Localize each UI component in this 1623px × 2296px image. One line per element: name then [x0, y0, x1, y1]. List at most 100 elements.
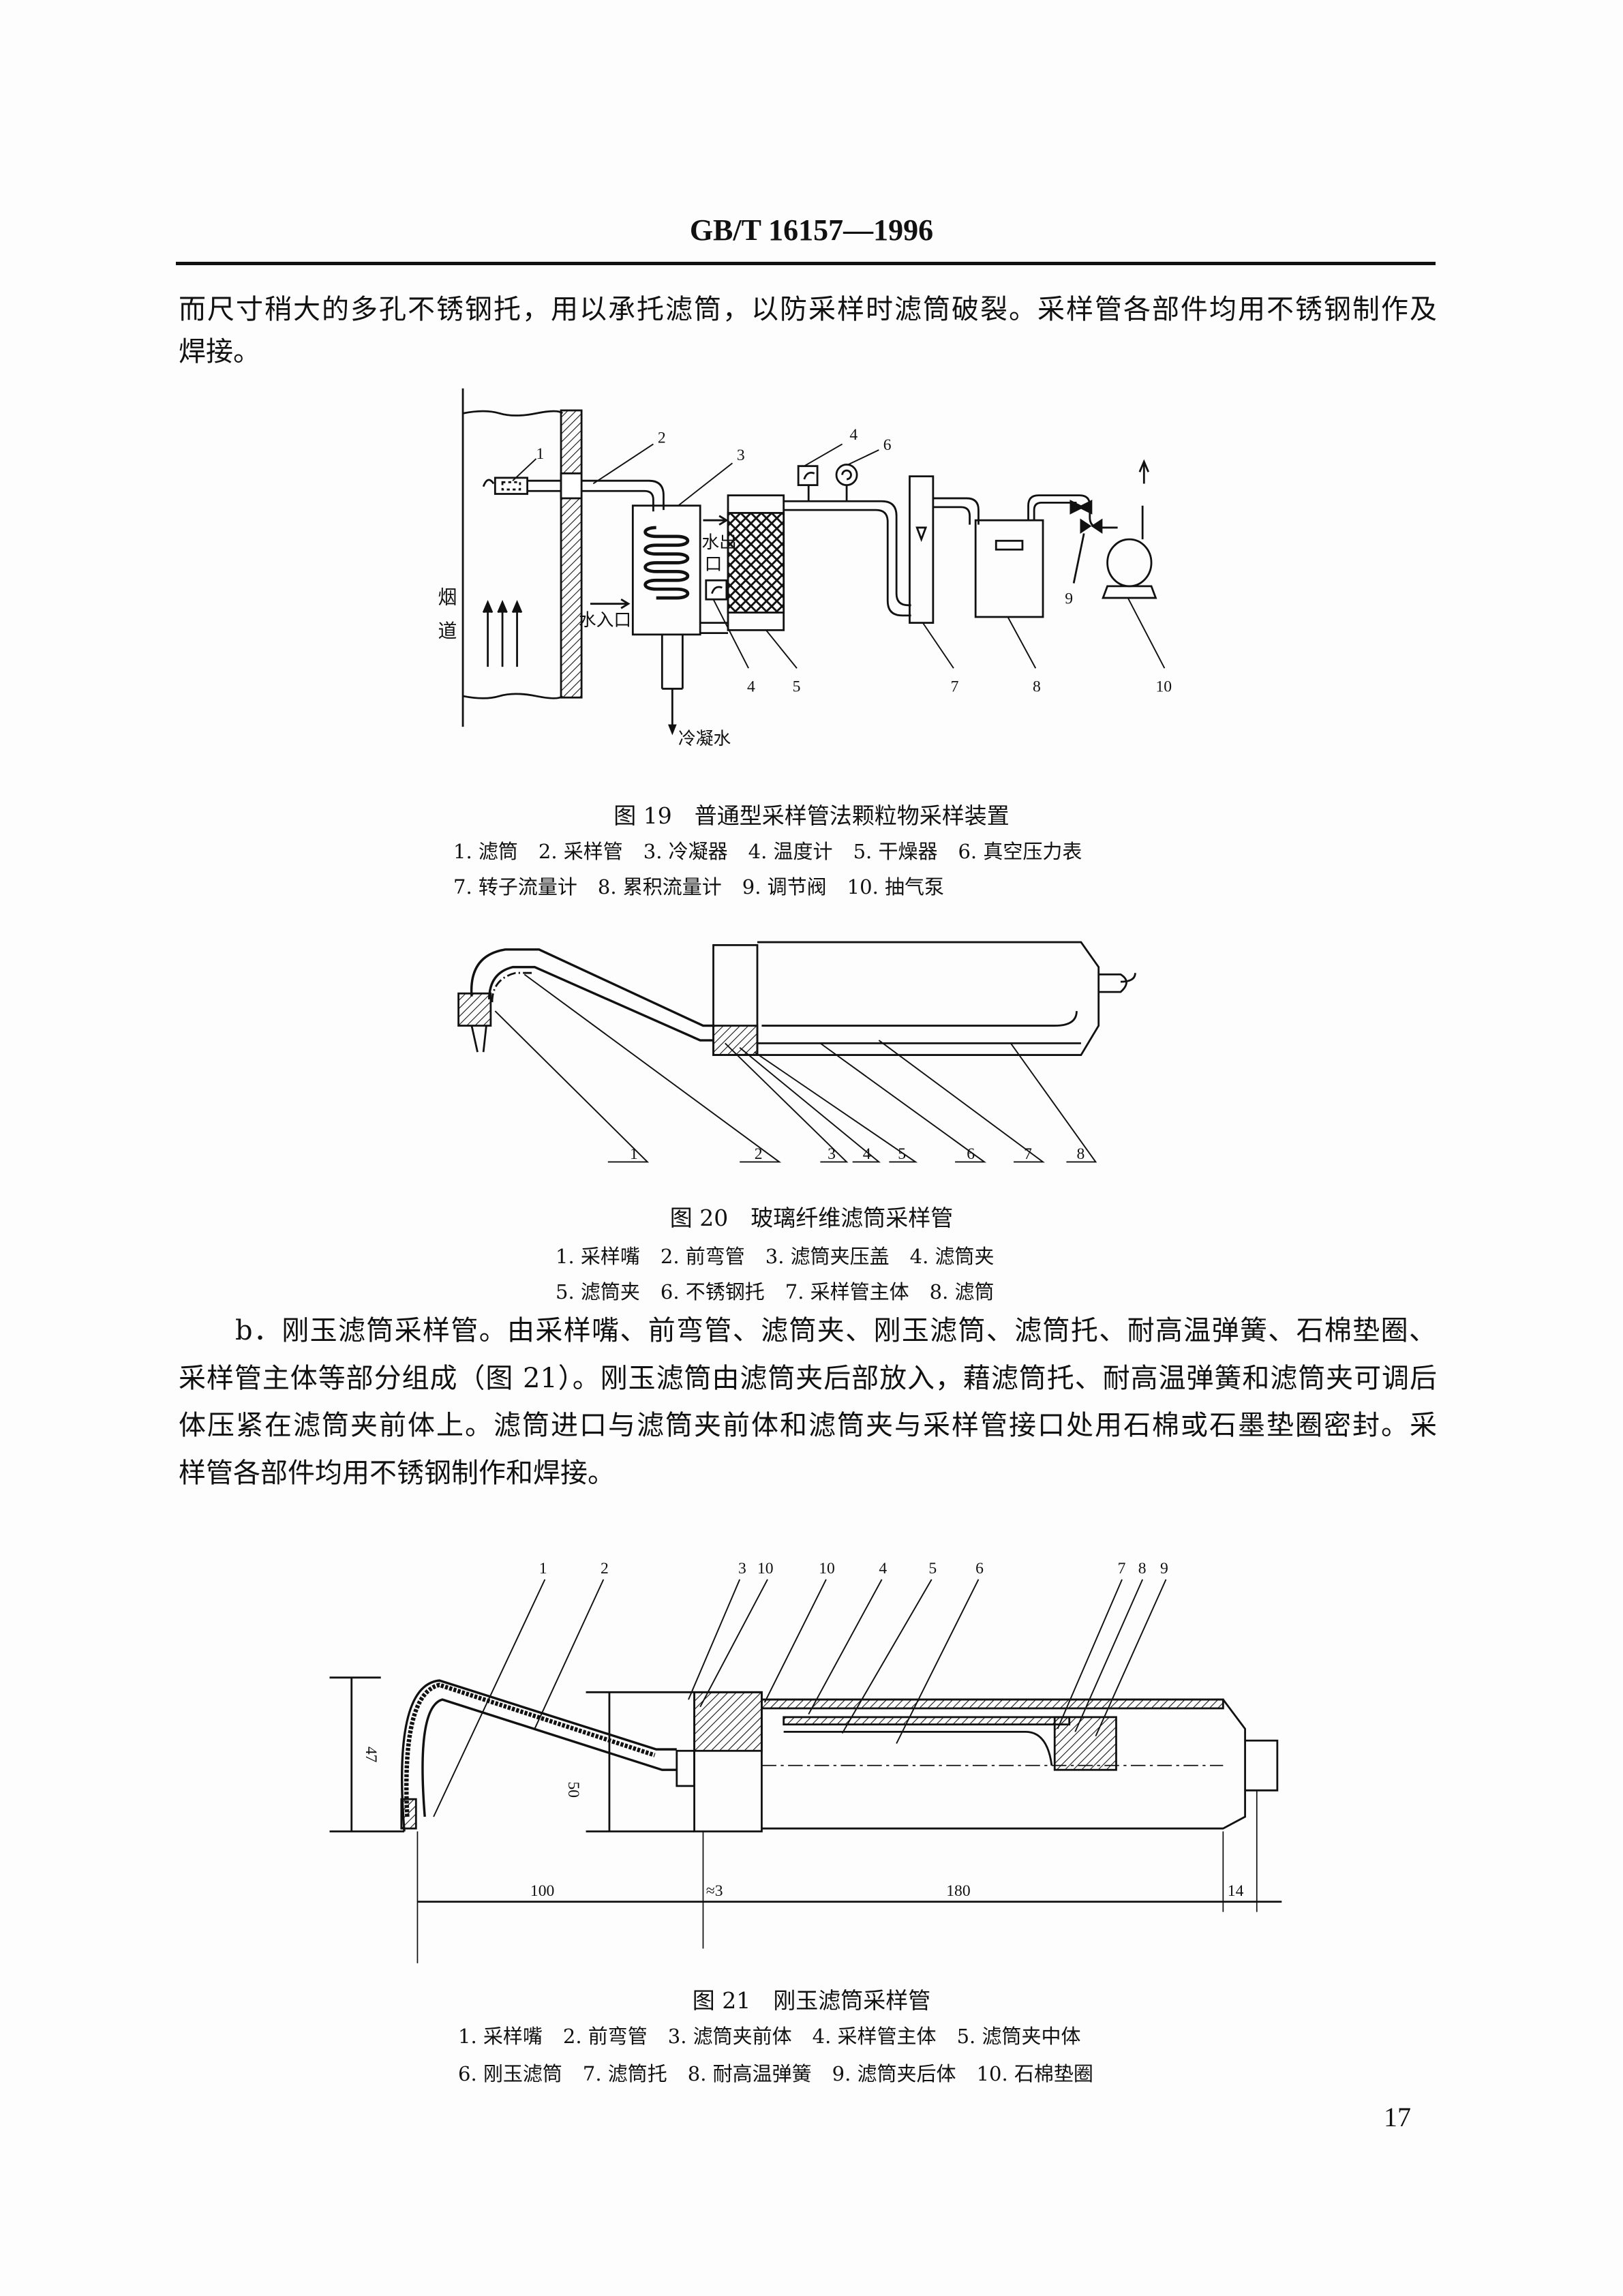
flue-wall	[560, 409, 583, 699]
intro-line-1: 而尺寸稍大的多孔不锈钢托，用以承托滤筒，以防采样时滤筒破裂。采样管各部件均用不锈…	[179, 294, 1437, 325]
legend-item: 1. 滤筒	[453, 840, 518, 863]
figure-21-legend-row-1: 1. 采样嘴 2. 前弯管 3. 滤筒夹前体 4. 采样管主体 5. 滤筒夹中体	[458, 2025, 1101, 2048]
fig21-dim-100: 100	[530, 1882, 554, 1900]
rotameter	[909, 475, 935, 624]
fig19-num-5: 5	[793, 678, 801, 696]
fig21-dim-180: 180	[946, 1882, 970, 1900]
legend-item: 2. 前弯管	[660, 1245, 745, 1268]
fig19-num-8: 8	[1033, 678, 1041, 696]
intro-line-2: 焊接。	[179, 336, 260, 367]
fig19-flue-label-2: 道	[438, 620, 457, 642]
fig20-num-6: 6	[967, 1145, 975, 1163]
front-bend-tube-21	[400, 1679, 677, 1832]
fig19-num-7: 7	[951, 678, 959, 696]
water-in-arrow	[590, 599, 631, 609]
water-out-arrow	[703, 515, 729, 526]
condenser-coil	[643, 526, 690, 600]
fig19-water-out-2: 口	[705, 554, 723, 574]
fig21-num-7: 7	[1118, 1560, 1126, 1577]
legend-item: 10. 石棉垫圈	[976, 2062, 1093, 2085]
fig20-num-2: 2	[755, 1145, 763, 1163]
paragraph-b-line-4: 样管各部件均用不锈钢制作和焊接。	[179, 1457, 615, 1489]
figure-21-leaders	[433, 1579, 1167, 1817]
fig20-num-8: 8	[1076, 1145, 1084, 1163]
legend-item: 8. 累积流量计	[597, 875, 722, 898]
fig20-num-4: 4	[863, 1145, 871, 1163]
fig19-condensate: 冷凝水	[678, 729, 731, 749]
figure-19-leaders	[512, 443, 1166, 669]
legend-item: 4. 滤筒夹	[909, 1245, 995, 1268]
fig21-dim-47: 47	[362, 1747, 380, 1763]
fig21-num-4: 4	[879, 1560, 887, 1577]
figure-20-leaders	[494, 973, 1097, 1163]
condenser	[631, 504, 701, 636]
gas-flow-arrows-icon	[482, 599, 523, 667]
fig19-water-out-1: 水出	[701, 532, 737, 552]
corundum-filter	[783, 1730, 1053, 1766]
body-end-outlet	[1098, 973, 1136, 993]
standard-header: GB/T 16157—1996	[689, 213, 934, 247]
figure-19-legend-row-1: 1. 滤筒 2. 采样管 3. 冷凝器 4. 温度计 5. 干燥器 6. 真空压力表	[453, 840, 1102, 863]
legend-item: 1. 采样嘴	[556, 1245, 640, 1268]
legend-item: 2. 前弯管	[562, 2025, 648, 2048]
outlet-tube-21	[1245, 1739, 1279, 1792]
legend-item: 8. 耐高温弹簧	[687, 2062, 812, 2085]
legend-item: 6. 真空压力表	[958, 840, 1082, 863]
paragraph-b-line-1: b．刚玉滤筒采样管。由采样嘴、前弯管、滤筒夹、刚玉滤筒、滤筒托、耐高温弹簧、石棉…	[235, 1315, 1436, 1346]
legend-item: 2. 采样管	[538, 840, 623, 863]
pipe-to-flowmeter	[932, 497, 980, 525]
fig21-num-10a: 10	[757, 1560, 774, 1577]
paragraph-b-line-2: 采样管主体等部分组成（图 21）。刚玉滤筒由滤筒夹后部放入，藉滤筒托、耐高温弹簧…	[179, 1363, 1437, 1394]
legend-item: 3. 冷凝器	[643, 840, 728, 863]
figure-20-caption: 图 20 玻璃纤维滤筒采样管	[669, 1205, 954, 1231]
sampling-nozzle-21	[400, 1798, 417, 1830]
fig21-num-6: 6	[975, 1560, 984, 1577]
fig21-num-1: 1	[539, 1560, 547, 1577]
fig19-flue-label-1: 烟	[438, 587, 457, 609]
legend-item: 5. 滤筒夹中体	[956, 2025, 1081, 2048]
fig19-num-9: 9	[1065, 590, 1073, 608]
figure-20-diagram: 1 2 3 4 5 6 7 8	[457, 941, 1136, 1163]
legend-item: 3. 滤筒夹压盖	[765, 1245, 890, 1268]
legend-item: 4. 采样管主体	[812, 2025, 937, 2048]
fig19-water-in: 水入口	[579, 610, 631, 630]
legend-item: 4. 温度计	[748, 840, 833, 863]
front-bend-tube	[470, 948, 714, 1042]
legend-item: 6. 刚玉滤筒	[458, 2062, 562, 2085]
header-rule	[176, 262, 1436, 265]
fig19-num-3: 3	[737, 447, 745, 464]
cumulative-flowmeter	[974, 519, 1044, 618]
fig19-num-10: 10	[1155, 678, 1172, 696]
figure-19-diagram: 1 2 3 4 6 4 5 7 8 9 10 烟 道 水出 口 水入口 冷凝水	[438, 388, 1172, 749]
legend-item: 1. 采样嘴	[458, 2025, 543, 2048]
fig21-num-2: 2	[601, 1560, 609, 1577]
page-number: 17	[1384, 2102, 1411, 2132]
thermometer-4b	[705, 579, 728, 601]
fig20-num-1: 1	[630, 1145, 638, 1163]
sampler-body	[757, 941, 1100, 1056]
figure-19-caption: 图 19 普通型采样管法颗粒物采样装置	[613, 802, 1010, 829]
sampling-nozzle	[457, 992, 492, 1027]
filter-cartridge	[494, 477, 529, 495]
exhaust-arrow	[1138, 459, 1150, 540]
legend-item: 5. 干燥器	[853, 840, 938, 863]
legend-item: 3. 滤筒夹前体	[667, 2025, 792, 2048]
legend-item: 7. 转子流量计	[453, 875, 577, 898]
legend-item: 9. 调节阀	[742, 875, 827, 898]
fig21-num-5: 5	[928, 1560, 937, 1577]
fig19-num-6: 6	[883, 436, 892, 454]
sampling-pipe	[527, 479, 665, 512]
legend-item: 8. 滤筒	[929, 1280, 995, 1303]
legend-item: 5. 滤筒夹	[556, 1280, 640, 1303]
thermometer-4a	[797, 465, 819, 487]
figure-21-caption: 图 21 刚玉滤筒采样管	[692, 1987, 931, 2014]
legend-item: 7. 滤筒托	[582, 2062, 667, 2085]
paragraph-b-line-3: 体压紧在滤筒夹前体上。滤筒进口与滤筒夹前体和滤筒夹与采样管接口处用石棉或石墨垫圈…	[179, 1410, 1437, 1441]
fig21-dim-14: 14	[1228, 1882, 1244, 1900]
nozzle-hook	[482, 479, 495, 487]
